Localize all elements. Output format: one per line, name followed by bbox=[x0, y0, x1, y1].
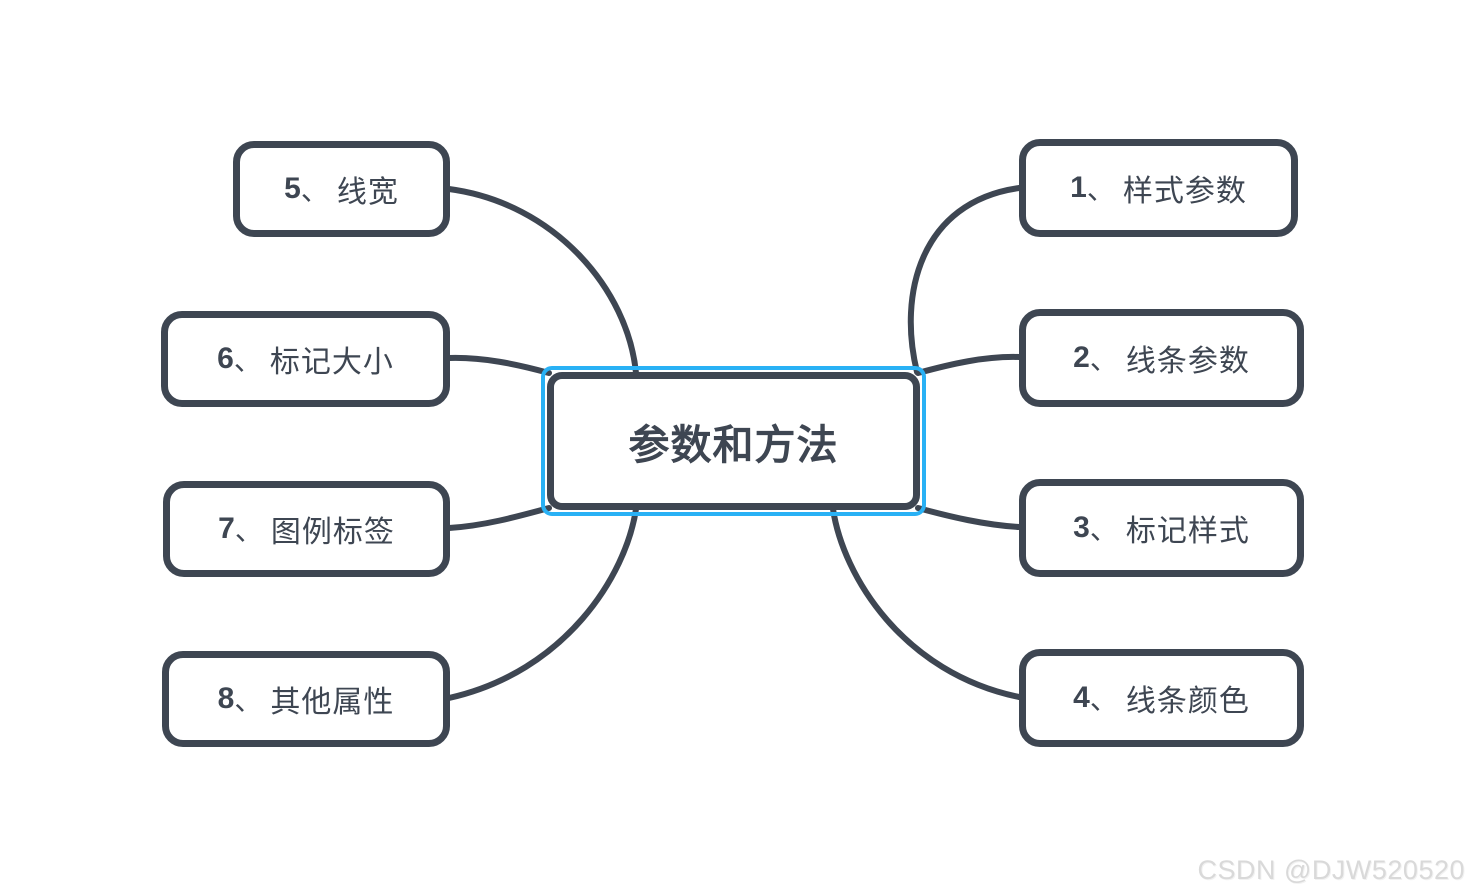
central-topic-label: 参数和方法 bbox=[628, 422, 839, 468]
branch-node-5-number: 5 bbox=[284, 172, 301, 205]
branch-node-6-number: 6 bbox=[217, 342, 234, 375]
branch-node-1-label: 样式参数 bbox=[1122, 175, 1247, 208]
connector-node-1 bbox=[907, 185, 1022, 375]
branch-node-6-separator: 、 bbox=[233, 345, 262, 376]
central-topic-selection-outline: 参数和方法 bbox=[541, 366, 926, 516]
branch-node-7-number: 7 bbox=[218, 512, 235, 545]
branch-node-2[interactable]: 2 、 线条参数 bbox=[1019, 309, 1304, 407]
branch-node-5[interactable]: 5 、 线宽 bbox=[233, 141, 450, 237]
branch-node-2-number: 2 bbox=[1073, 341, 1090, 374]
branch-node-4-number: 4 bbox=[1073, 681, 1090, 714]
csdn-watermark: CSDN @DJW520520 bbox=[1197, 855, 1465, 885]
connector-node-3 bbox=[915, 505, 1022, 530]
branch-node-7[interactable]: 7 、 图例标签 bbox=[163, 481, 450, 577]
connector-node-2 bbox=[915, 353, 1022, 376]
branch-node-3-label: 标记样式 bbox=[1125, 515, 1250, 548]
branch-node-6-label: 标记大小 bbox=[269, 346, 394, 379]
connector-node-7 bbox=[446, 505, 552, 531]
branch-node-6[interactable]: 6 、 标记大小 bbox=[161, 311, 450, 407]
branch-node-3[interactable]: 3 、 标记样式 bbox=[1019, 479, 1304, 577]
connector-node-4 bbox=[830, 506, 1022, 700]
branch-node-4-separator: 、 bbox=[1089, 684, 1118, 715]
branch-node-4[interactable]: 4 、 线条颜色 bbox=[1019, 649, 1304, 747]
connector-node-6 bbox=[446, 354, 552, 376]
branch-node-8-label: 其他属性 bbox=[270, 686, 395, 719]
branch-node-1[interactable]: 1 、 样式参数 bbox=[1019, 139, 1298, 237]
branch-node-1-separator: 、 bbox=[1086, 174, 1115, 205]
connector-node-8 bbox=[446, 506, 639, 701]
branch-node-8-number: 8 bbox=[217, 682, 235, 715]
branch-node-7-separator: 、 bbox=[234, 515, 263, 546]
connector-node-5 bbox=[446, 186, 639, 376]
branch-node-5-separator: 、 bbox=[300, 175, 329, 206]
central-topic-node[interactable]: 参数和方法 bbox=[547, 372, 920, 510]
branch-node-1-number: 1 bbox=[1070, 171, 1087, 204]
branch-node-8-separator: 、 bbox=[234, 685, 263, 716]
branch-node-8[interactable]: 8 、 其他属性 bbox=[162, 651, 450, 747]
branch-node-3-number: 3 bbox=[1073, 511, 1090, 544]
branch-node-7-label: 图例标签 bbox=[270, 516, 395, 549]
branch-node-5-label: 线宽 bbox=[336, 176, 399, 209]
branch-node-2-separator: 、 bbox=[1089, 344, 1118, 375]
branch-node-3-separator: 、 bbox=[1089, 514, 1118, 545]
branch-node-4-label: 线条颜色 bbox=[1125, 685, 1250, 718]
branch-node-2-label: 线条参数 bbox=[1125, 345, 1250, 378]
